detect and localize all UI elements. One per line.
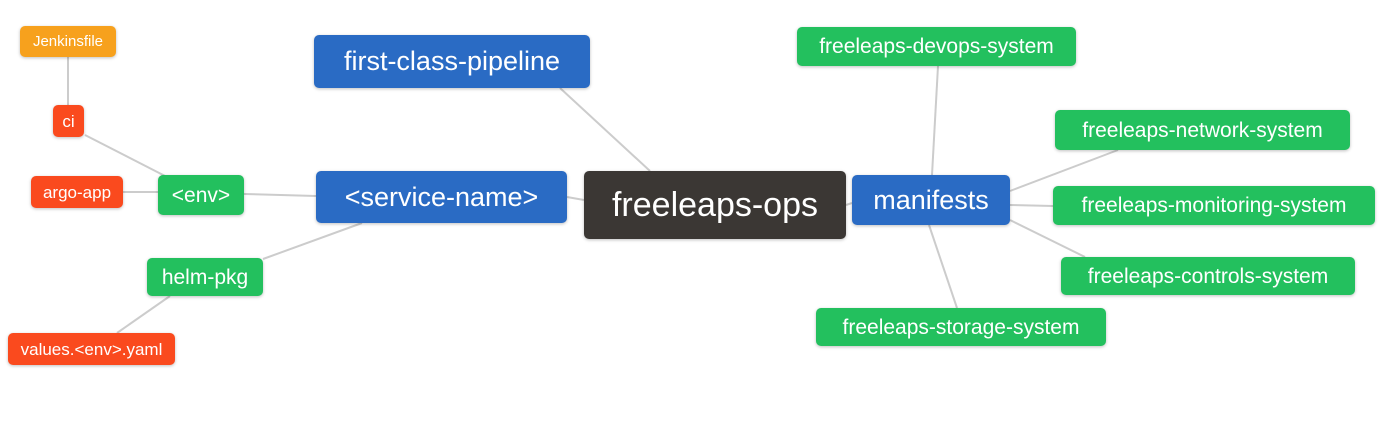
edge-manifests-to-freeleaps-network-system xyxy=(1009,149,1119,192)
node-ci[interactable]: ci xyxy=(53,105,84,137)
edge-first-class-pipeline-to-freeleaps-ops xyxy=(559,87,651,172)
node-service-name[interactable]: <service-name> xyxy=(316,171,567,223)
node-freeleaps-controls-system[interactable]: freeleaps-controls-system xyxy=(1061,257,1355,295)
node-freeleaps-network-system[interactable]: freeleaps-network-system xyxy=(1055,110,1350,150)
edge-manifests-to-freeleaps-devops-system xyxy=(931,65,939,176)
edge-helm-pkg-to-values-env-yaml xyxy=(116,295,171,334)
edge-manifests-to-freeleaps-controls-system xyxy=(1009,219,1086,258)
node-helm-pkg[interactable]: helm-pkg xyxy=(147,258,263,296)
node-manifests[interactable]: manifests xyxy=(852,175,1010,225)
edge-service-name-to-freeleaps-ops xyxy=(566,196,585,201)
edge-env-to-service-name xyxy=(243,193,317,197)
node-freeleaps-monitoring-system[interactable]: freeleaps-monitoring-system xyxy=(1053,186,1375,225)
node-freeleaps-devops-system[interactable]: freeleaps-devops-system xyxy=(797,27,1076,66)
node-freeleaps-storage-system[interactable]: freeleaps-storage-system xyxy=(816,308,1106,346)
edge-ci-to-env xyxy=(84,134,168,178)
node-first-class-pipeline[interactable]: first-class-pipeline xyxy=(314,35,590,88)
node-jenkinsfile[interactable]: Jenkinsfile xyxy=(20,26,116,57)
node-argo-app[interactable]: argo-app xyxy=(31,176,123,208)
node-freeleaps-ops[interactable]: freeleaps-ops xyxy=(584,171,846,239)
edge-service-name-to-helm-pkg xyxy=(262,222,363,260)
edge-manifests-to-freeleaps-storage-system xyxy=(928,224,958,309)
node-env[interactable]: <env> xyxy=(158,175,244,215)
edge-manifests-to-freeleaps-monitoring-system xyxy=(1009,204,1054,207)
node-values-env-yaml[interactable]: values.<env>.yaml xyxy=(8,333,175,365)
